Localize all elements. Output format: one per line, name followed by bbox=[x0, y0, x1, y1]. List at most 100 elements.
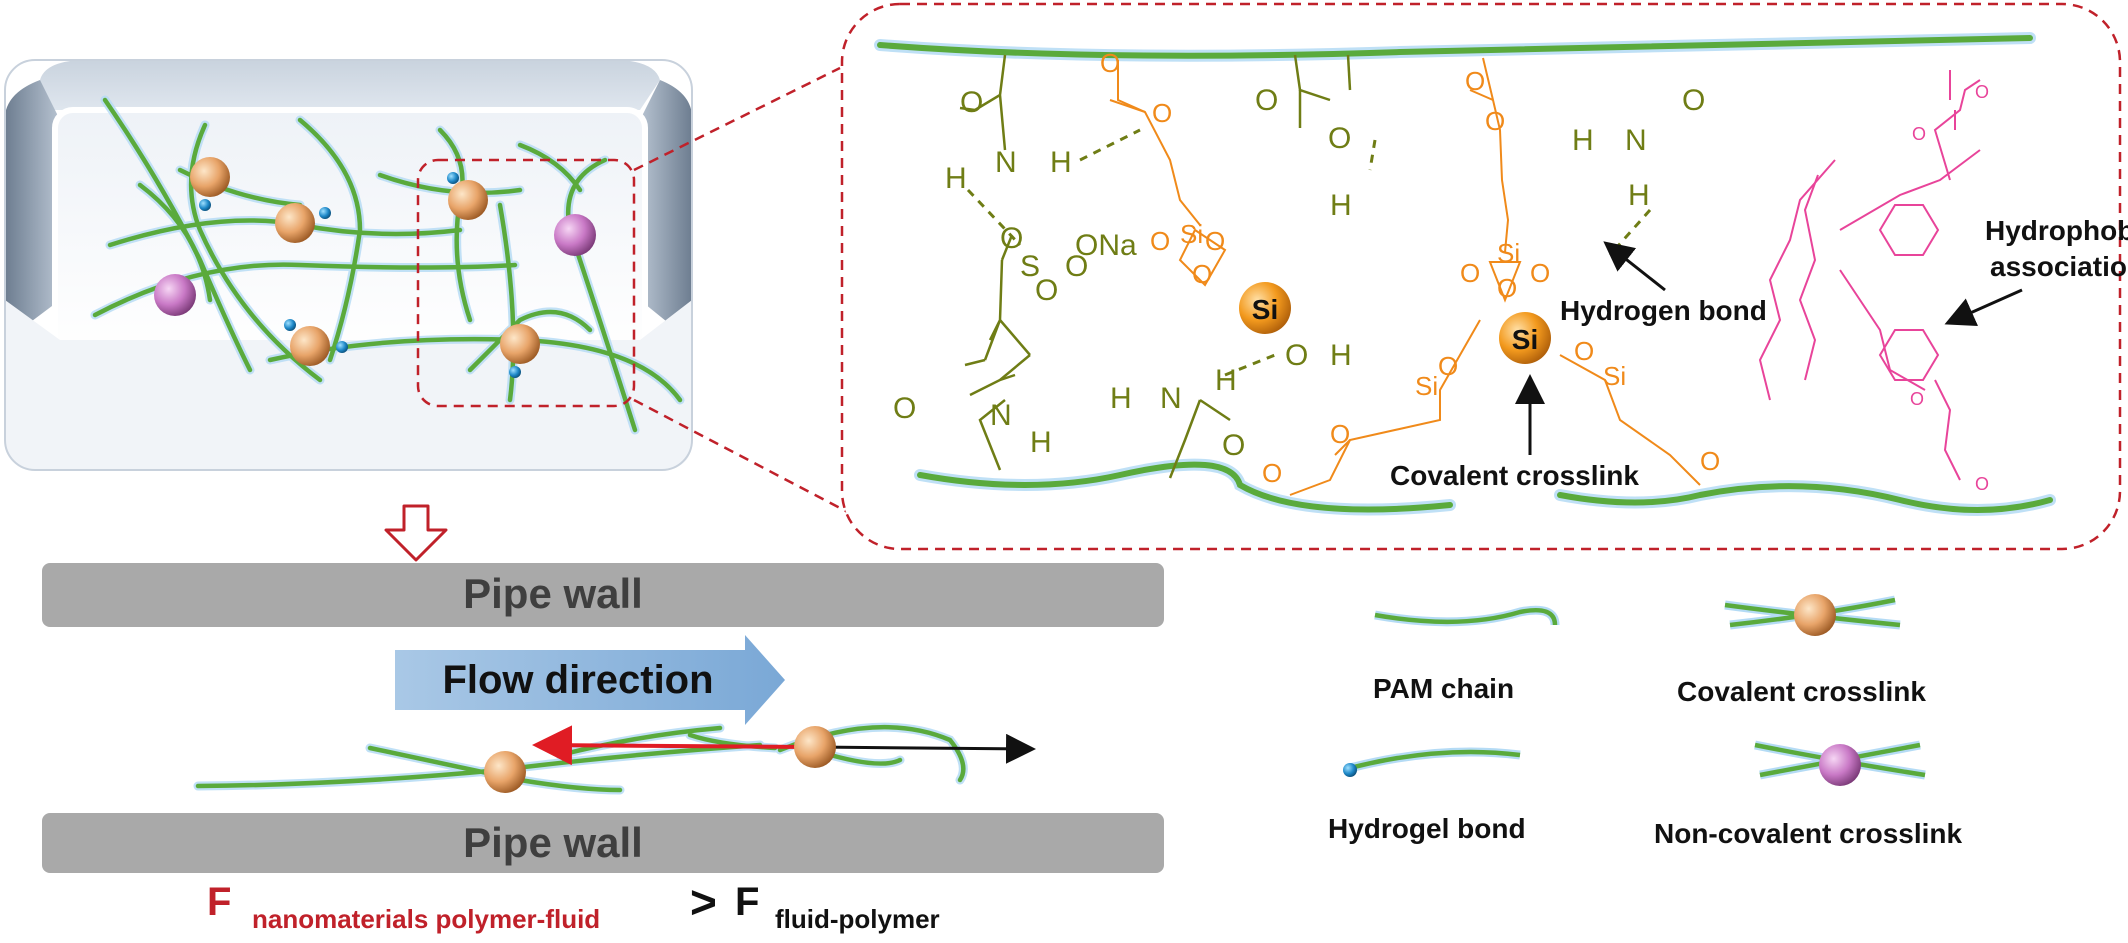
atom-O: O bbox=[1000, 222, 1023, 255]
hydrogel-bond-dot bbox=[284, 319, 296, 331]
atom-Si: Si bbox=[1497, 238, 1520, 268]
fluid-polymer-force-arrow bbox=[814, 733, 1036, 764]
pipe-wall-bottom bbox=[42, 813, 1164, 873]
force-right-subscript: fluid-polymer bbox=[775, 904, 940, 934]
atom-O: O bbox=[1910, 389, 1924, 409]
non-covalent-crosslink-bead bbox=[154, 274, 196, 316]
covalent-crosslink-bead bbox=[484, 751, 526, 793]
zoom-connector-bottom bbox=[633, 398, 921, 552]
force-left-symbol: F bbox=[207, 880, 231, 924]
si-nanoparticle bbox=[1499, 312, 1551, 364]
atom-O: O bbox=[1100, 48, 1120, 78]
hydrogel-bond-dot bbox=[447, 172, 459, 184]
box-right-face bbox=[640, 80, 692, 330]
pipe-wall-top-label: Pipe wall bbox=[463, 570, 643, 617]
box-outline bbox=[4, 59, 693, 471]
legend-item-non-covalent-crosslink: Non-covalent crosslink bbox=[1654, 740, 1963, 849]
atom-O: O bbox=[1152, 98, 1172, 128]
zoom-region-box bbox=[416, 158, 636, 408]
hydrogel-bond-dot bbox=[336, 341, 348, 353]
atom-O: O bbox=[1485, 106, 1505, 136]
zoom-connector-top bbox=[633, 66, 841, 172]
silane-chemistry bbox=[1109, 57, 1701, 496]
force-inequality: F nanomaterials polymer-fluid > F fluid-… bbox=[207, 876, 940, 934]
pipe-polymer-chains bbox=[193, 722, 968, 795]
atom-Si: Si bbox=[1415, 371, 1438, 401]
atom-H: H bbox=[1572, 124, 1594, 157]
atom-O: O bbox=[1912, 124, 1926, 144]
legend-item-pam-chain: PAM chain bbox=[1373, 605, 1560, 704]
legend-covalent-crosslink-label: Covalent crosslink bbox=[1677, 676, 1926, 707]
legend: PAM chain Covalent crosslink Hydrogel bo… bbox=[1328, 594, 1963, 849]
atom-N: N bbox=[1625, 124, 1647, 157]
atom-N: N bbox=[1160, 382, 1182, 415]
atom-O: O bbox=[1975, 474, 1989, 494]
si-nanoparticle bbox=[1239, 282, 1291, 334]
atom-O: O bbox=[1205, 226, 1225, 256]
atom-O: O bbox=[1328, 122, 1351, 155]
legend-hydrogel-bond-label: Hydrogel bond bbox=[1328, 813, 1526, 844]
hydrogen-bond-label: Hydrogen bond bbox=[1560, 295, 1767, 326]
atom-O: O bbox=[1460, 258, 1480, 288]
pipe-wall-bottom-label: Pipe wall bbox=[463, 819, 643, 866]
nanomaterial-force-arrow bbox=[532, 725, 806, 766]
box-left-face bbox=[5, 80, 60, 330]
pipe-wall-top bbox=[42, 563, 1164, 627]
down-arrow bbox=[384, 504, 448, 562]
atom-O: O bbox=[1330, 419, 1350, 449]
pipe-section: Pipe wall Flow direction bbox=[42, 563, 1164, 934]
atom-O: O bbox=[1262, 458, 1282, 488]
atom-O: O bbox=[1035, 274, 1058, 307]
atom-O: O bbox=[1530, 258, 1550, 288]
force-right-symbol: F bbox=[735, 880, 759, 924]
molecular-inset: O N H H S O O O ONa O N H H N H O O O H … bbox=[840, 2, 2128, 551]
atom-O: O bbox=[1465, 66, 1485, 96]
atom-N: N bbox=[995, 146, 1017, 179]
non-covalent-crosslink-bead bbox=[554, 214, 596, 256]
atom-H: H bbox=[1030, 426, 1052, 459]
atom-O: O bbox=[1682, 84, 1705, 117]
covalent-crosslink-bead bbox=[794, 726, 836, 768]
force-left-subscript: nanomaterials polymer-fluid bbox=[252, 904, 600, 934]
atom-O: O bbox=[1574, 336, 1594, 366]
atom-O: O bbox=[1438, 351, 1458, 381]
legend-pam-chain-label: PAM chain bbox=[1373, 673, 1514, 704]
hydrogel-box bbox=[4, 59, 693, 471]
flow-direction-label: Flow direction bbox=[442, 658, 713, 702]
atom-O: O bbox=[1222, 429, 1245, 462]
hydrophobic-chemistry bbox=[1758, 70, 1981, 481]
atom-H: H bbox=[1330, 339, 1352, 372]
atom-H: H bbox=[1050, 146, 1072, 179]
inset-frame bbox=[840, 2, 2122, 551]
atom-O: O bbox=[1192, 259, 1212, 289]
covalent-crosslink-bead bbox=[500, 324, 540, 364]
covalent-crosslink-label: Covalent crosslink bbox=[1390, 460, 1639, 491]
atom-S: S bbox=[1020, 250, 1040, 283]
hydrophobic-pointer bbox=[1944, 288, 2023, 326]
atom-N: N bbox=[990, 399, 1012, 432]
legend-item-hydrogel-bond: Hydrogel bond bbox=[1328, 747, 1526, 844]
atom-H: H bbox=[1330, 189, 1352, 222]
atom-O: O bbox=[1065, 250, 1088, 283]
atom-H: H bbox=[1628, 179, 1650, 212]
legend-item-covalent-crosslink: Covalent crosslink bbox=[1677, 594, 1926, 707]
atom-O: O bbox=[1975, 82, 1989, 102]
covalent-crosslink-bead bbox=[190, 157, 230, 197]
hydrogel-bond-dot bbox=[509, 366, 521, 378]
atom-O: O bbox=[1285, 339, 1308, 372]
si-nanoparticle-label: Si bbox=[1512, 324, 1538, 355]
inset-backbones bbox=[874, 32, 2056, 516]
atom-Si: Si bbox=[1603, 361, 1626, 391]
atom-H: H bbox=[1215, 364, 1237, 397]
hydrophobic-label-line1: Hydrophobic bbox=[1985, 215, 2128, 246]
atom-O: O bbox=[1700, 446, 1720, 476]
covalent-crosslink-bead bbox=[290, 326, 330, 366]
covalent-crosslink-bead bbox=[275, 203, 315, 243]
hydrogel-bond-dot bbox=[319, 207, 331, 219]
legend-non-covalent-crosslink-label: Non-covalent crosslink bbox=[1654, 818, 1963, 849]
atom-O: O bbox=[1150, 226, 1170, 256]
hydrophobic-label-line2: association bbox=[1990, 251, 2128, 282]
atom-O: O bbox=[1255, 84, 1278, 117]
hydrogel-bond-dot bbox=[199, 199, 211, 211]
hydrogen-bond-pointer bbox=[1603, 241, 1666, 292]
